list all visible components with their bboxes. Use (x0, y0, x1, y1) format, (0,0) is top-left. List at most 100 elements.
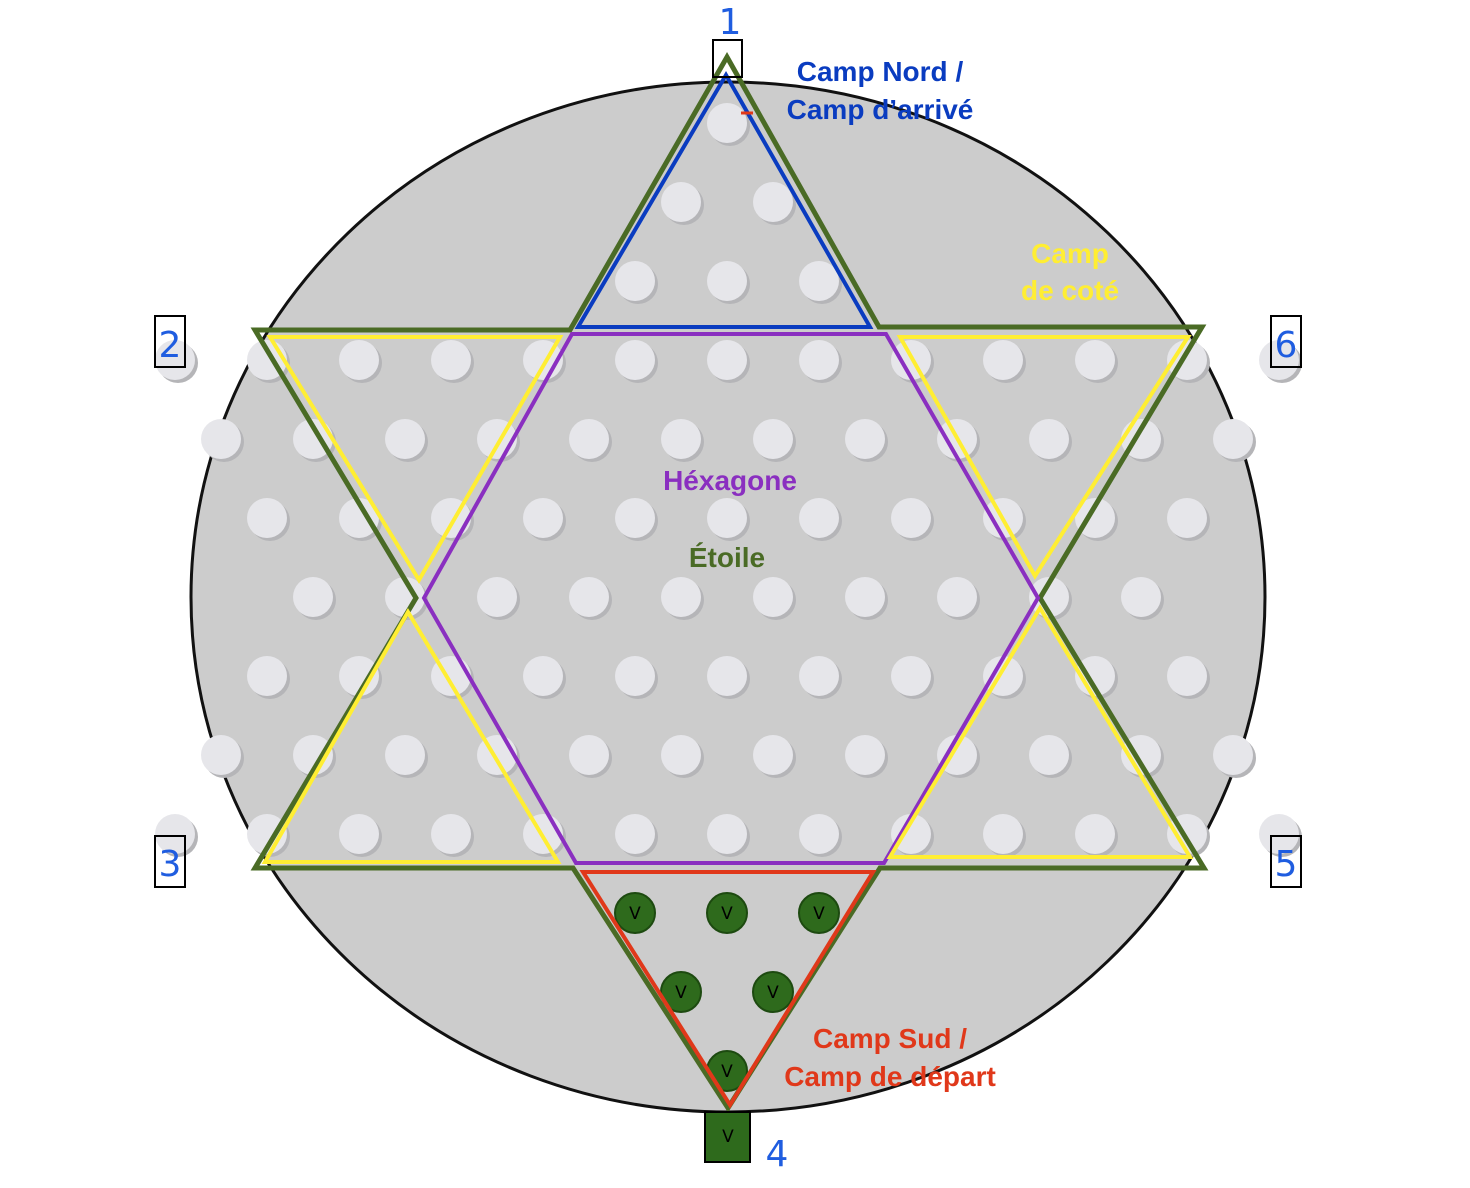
board-hole (1029, 419, 1072, 462)
board-hole-circle (845, 419, 885, 459)
board-hole-circle (615, 498, 655, 538)
board-hole (707, 814, 750, 857)
checker-mark: V (767, 983, 779, 1003)
board-hole (983, 340, 1026, 383)
board-hole (891, 498, 934, 541)
board-hole-circle (293, 419, 333, 459)
board-hole (615, 814, 658, 857)
board-hole-circle (661, 735, 701, 775)
side-camp-outline-2 (266, 335, 564, 584)
board-hole (753, 419, 796, 462)
board-hole-circle (753, 182, 793, 222)
board-hole-circle (983, 340, 1023, 380)
position-number-5: 5 (1275, 844, 1298, 885)
board-hole-circle (845, 735, 885, 775)
checker: V (798, 892, 840, 934)
board-hole (707, 103, 750, 146)
board-hole (937, 577, 980, 620)
board-hole-circle (247, 656, 287, 696)
position-number-4: 4 (766, 1134, 789, 1175)
board-hole (1167, 498, 1210, 541)
star-label: Étoile (689, 542, 765, 573)
board-hole-circle (1121, 577, 1161, 617)
board-hole (201, 419, 244, 462)
board-hole (661, 182, 704, 225)
board-hole (339, 340, 382, 383)
hexagon-label: Héxagone (663, 465, 797, 496)
board-hole-circle (937, 577, 977, 617)
board-hole (1213, 735, 1256, 778)
board-hole-circle (339, 814, 379, 854)
board-hole (1075, 498, 1118, 541)
board-hole-circle (891, 498, 931, 538)
board-hole-circle (1259, 340, 1299, 380)
star-outline (250, 51, 1209, 1113)
board-hole (1075, 814, 1118, 857)
position-box-2 (154, 315, 186, 368)
board-hole-circle (753, 419, 793, 459)
side-camp-outline-6 (896, 335, 1192, 580)
board-hole-circle (1259, 814, 1299, 854)
board-hole-circle (293, 577, 333, 617)
board-hole (799, 261, 842, 304)
checkers: V V V V V V (614, 892, 840, 1092)
board-hole-circle (891, 656, 931, 696)
board-hole (1029, 735, 1072, 778)
board-hole (707, 261, 750, 304)
board-hole-circle (707, 656, 747, 696)
checker-circle (798, 892, 840, 934)
board-hole-circle (247, 498, 287, 538)
board-hole-circle (1029, 735, 1069, 775)
board-hole (753, 735, 796, 778)
board-hole (523, 656, 566, 699)
checker: V (614, 892, 656, 934)
board-hole-circle (569, 577, 609, 617)
south-camp-outline (579, 870, 877, 1109)
board-hole (1075, 340, 1118, 383)
checker: V (752, 971, 794, 1013)
north-camp-label-line2: Camp d’arrivé (787, 94, 974, 125)
board-hole-circle (707, 261, 747, 301)
board-hole-circle (569, 735, 609, 775)
board-hole-circle (799, 340, 839, 380)
position-box-5 (1270, 835, 1302, 888)
board-hole-circle (339, 498, 379, 538)
board-hole (661, 577, 704, 620)
hexagon-outline (421, 332, 1041, 865)
board-hole (477, 577, 520, 620)
board-hole-circle (385, 735, 425, 775)
board-hole-circle (661, 182, 701, 222)
board-hole (707, 656, 750, 699)
checker-mark: V (721, 1062, 733, 1082)
board-hole-circle (339, 656, 379, 696)
checker-mark: V (629, 904, 641, 924)
board-hole (385, 419, 428, 462)
board-hole-circle (661, 419, 701, 459)
board-hole (339, 498, 382, 541)
board-hole-circle (569, 419, 609, 459)
checker: V (706, 892, 748, 934)
position-number-3: 3 (159, 844, 182, 885)
board-hole-circle (201, 735, 241, 775)
board-hole-circle (523, 498, 563, 538)
board-hole (385, 735, 428, 778)
side-camp-label-line2: de coté (1021, 275, 1119, 306)
checker-circle (752, 971, 794, 1013)
board-hole (201, 735, 244, 778)
board-hole-circle (293, 735, 333, 775)
checker-circle (706, 892, 748, 934)
position-number-1: 1 (719, 2, 742, 43)
board-hole-circle (799, 656, 839, 696)
board-hole-circle (753, 735, 793, 775)
board-hole (845, 735, 888, 778)
board-hole (339, 814, 382, 857)
board-hole (431, 340, 474, 383)
checker-mark: V (675, 983, 687, 1003)
board-hole-circle (983, 814, 1023, 854)
position-4-checker-mark: V (722, 1127, 734, 1147)
position-box-1 (712, 39, 743, 78)
board-hole-circle (615, 814, 655, 854)
board-hole-circle (707, 814, 747, 854)
board-hole (615, 340, 658, 383)
